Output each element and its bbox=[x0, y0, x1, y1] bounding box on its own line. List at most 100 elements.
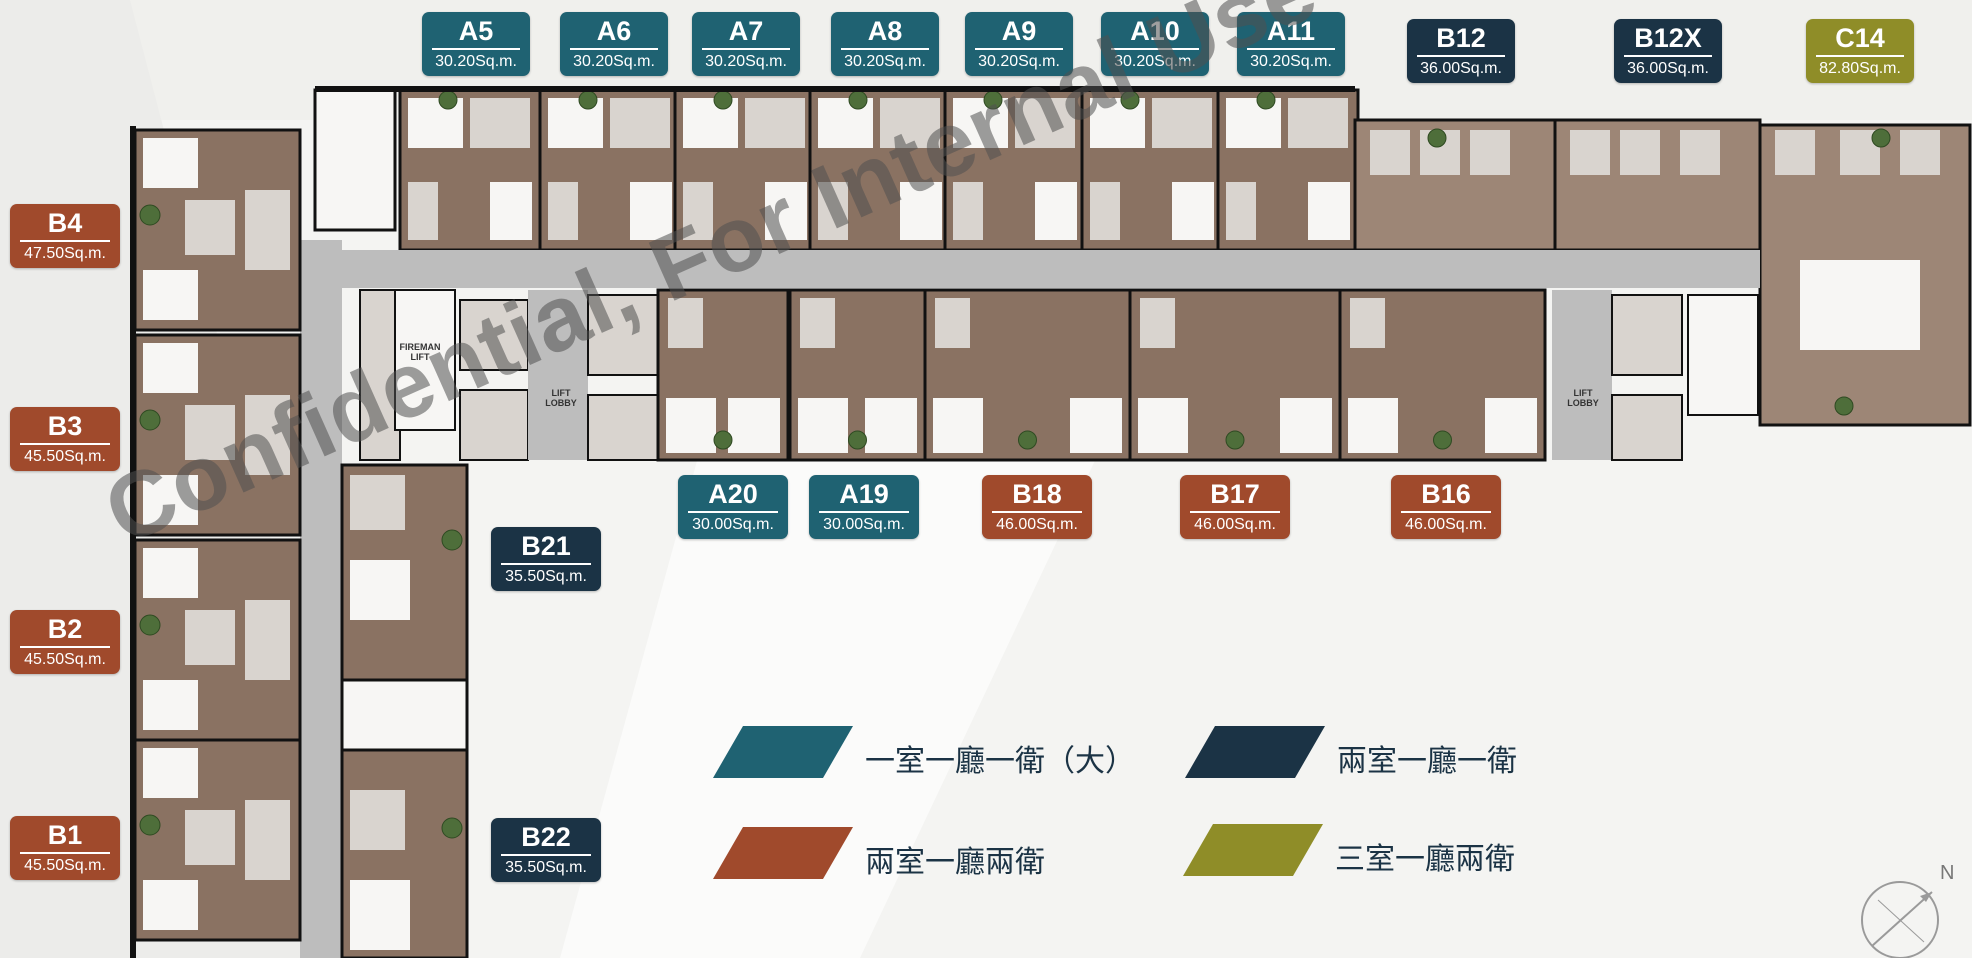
bathroom bbox=[935, 298, 970, 348]
bathroom bbox=[408, 182, 438, 240]
unit-tag-b21[interactable]: B21 35.50Sq.m. bbox=[491, 527, 601, 591]
lift-car bbox=[587, 294, 659, 376]
unit-tag-b22[interactable]: B22 35.50Sq.m. bbox=[491, 818, 601, 882]
bathroom bbox=[1090, 182, 1120, 240]
unit-area: 35.50Sq.m. bbox=[505, 568, 587, 585]
unit-area: 35.50Sq.m. bbox=[505, 859, 587, 876]
unit-code: A20 bbox=[708, 479, 758, 509]
unit-code: A9 bbox=[1001, 16, 1037, 46]
bathroom bbox=[818, 182, 848, 240]
bed bbox=[745, 98, 805, 148]
bedroom bbox=[1485, 398, 1537, 453]
bed bbox=[1152, 98, 1212, 148]
compass-north-label: N bbox=[1940, 862, 1955, 884]
lift-car bbox=[1611, 394, 1683, 461]
unit-area: 45.50Sq.m. bbox=[24, 448, 106, 465]
stair bbox=[1687, 294, 1759, 416]
bed bbox=[470, 98, 530, 148]
unit-area: 82.80Sq.m. bbox=[1819, 60, 1901, 77]
bathroom bbox=[245, 800, 290, 880]
plant-icon bbox=[713, 430, 733, 450]
bed bbox=[1288, 98, 1348, 148]
lift-car bbox=[459, 299, 529, 371]
unit-code: B3 bbox=[47, 411, 83, 441]
legend-label: 一室一廳一衛（大） bbox=[865, 744, 1135, 779]
legend-label: 兩室一廳兩衛 bbox=[865, 845, 1045, 880]
fireman-lift bbox=[394, 289, 456, 431]
bedroom bbox=[143, 748, 198, 798]
bathroom bbox=[245, 600, 290, 680]
plant-icon bbox=[441, 817, 463, 839]
unit-code: B2 bbox=[47, 614, 83, 644]
dining bbox=[185, 810, 235, 865]
plant-icon bbox=[438, 90, 458, 110]
plant-icon bbox=[139, 204, 161, 226]
unit-code: A11 bbox=[1266, 16, 1316, 46]
unit-tag-b3[interactable]: B3 45.50Sq.m. bbox=[10, 407, 120, 471]
bed bbox=[610, 98, 670, 148]
plant-icon bbox=[1433, 430, 1452, 450]
kitchen bbox=[900, 182, 942, 240]
bathroom bbox=[1350, 298, 1385, 348]
dining bbox=[350, 790, 405, 850]
bedroom bbox=[1070, 398, 1122, 453]
unit-code: B21 bbox=[521, 531, 571, 561]
bedroom bbox=[728, 398, 780, 453]
dining bbox=[185, 200, 235, 255]
stair bbox=[340, 678, 469, 752]
bathroom bbox=[245, 395, 290, 475]
dining bbox=[185, 610, 235, 665]
living-area bbox=[1800, 260, 1920, 350]
outer-wall bbox=[130, 126, 136, 958]
room-block bbox=[1570, 130, 1610, 175]
bedroom bbox=[143, 343, 198, 393]
plant-icon bbox=[139, 409, 161, 431]
unit-area: 30.20Sq.m. bbox=[435, 53, 517, 70]
bedroom bbox=[350, 880, 410, 950]
plant-icon bbox=[1225, 430, 1245, 450]
kitchen bbox=[765, 182, 807, 240]
bedroom bbox=[143, 270, 198, 320]
plant-icon bbox=[1018, 430, 1037, 450]
plant-icon bbox=[848, 430, 867, 450]
kitchen bbox=[490, 182, 532, 240]
bedroom bbox=[865, 398, 917, 453]
room-block bbox=[1370, 130, 1410, 175]
lift-lobby bbox=[1552, 290, 1612, 460]
unit-area: 30.20Sq.m. bbox=[573, 53, 655, 70]
unit-code: A8 bbox=[867, 16, 903, 46]
unit-area: 30.20Sq.m. bbox=[1114, 53, 1196, 70]
unit-code: A19 bbox=[839, 479, 889, 509]
kitchen bbox=[630, 182, 672, 240]
dining bbox=[185, 405, 235, 460]
legend-label: 兩室一廳一衛 bbox=[1337, 744, 1517, 779]
unit-area: 36.00Sq.m. bbox=[1420, 60, 1502, 77]
plant-icon bbox=[139, 814, 161, 836]
unit-code: B18 bbox=[1012, 479, 1062, 509]
unit-code: B22 bbox=[521, 822, 571, 852]
unit-code: B12X bbox=[1634, 23, 1702, 53]
bedroom bbox=[933, 398, 983, 453]
compass-icon bbox=[1861, 881, 1939, 958]
bedroom bbox=[1138, 398, 1188, 453]
